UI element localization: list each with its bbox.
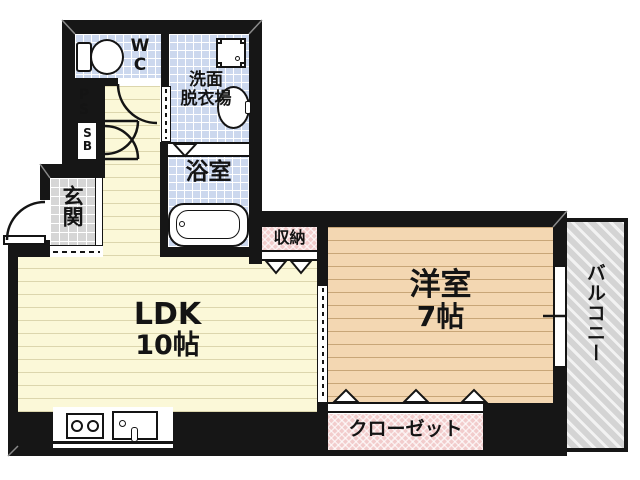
shoe-box: SB [77,122,97,160]
shoe-box-label: SB [82,126,93,154]
washing-machine-pan-icon [216,38,246,68]
wall-bottom-right [483,403,567,456]
closet-label: クローゼット [348,418,463,440]
balcony-border-right [624,218,628,452]
western-room-floor [328,227,553,403]
balcony-border-top [553,218,624,222]
entrance-step-line [53,250,100,253]
bathtub-icon [168,203,249,247]
wc-label: WC [130,36,150,75]
storage-area [262,227,317,252]
burner-icon [71,420,83,432]
washroom-label-line1: 洗面 [189,70,223,90]
ldk-floor [18,255,317,412]
storage-label: 収納 [273,228,306,247]
wash-basin-icon [217,86,250,129]
wall-bath-bottom [160,247,262,257]
washroom-sliding-door [161,86,171,142]
wall-top [62,20,262,34]
western-room-name: 洋室 [409,267,472,303]
entrance-door-leaf-icon [3,235,46,245]
bathtub-rim-icon [176,210,240,239]
wall-closet-bottom [328,450,483,456]
washroom-label-line2: 脱衣場 [180,88,232,109]
wall-bath-left [160,142,168,257]
wall-ldk-topleft [18,245,50,257]
storage-door-band [262,250,317,261]
entrance-step-vertical [95,178,103,245]
western-room-sliding-door [317,285,328,403]
hallway-floor [103,86,160,257]
closet-area [328,414,483,450]
western-room-size: 7帖 [416,300,465,334]
entrance-floor [50,178,95,245]
washer-corner-icon [216,62,222,68]
basin-faucet-icon [245,101,251,114]
washer-drain-icon [235,56,240,61]
washroom-sliding-door-line [165,89,167,139]
ldk-name: LDK [133,297,202,332]
kitchen-counter-edge [53,441,173,444]
entrance-door-opening [40,200,50,240]
pipe-space-label: PS [78,87,90,119]
wall-divider-stub [317,403,328,456]
western-room-label: 洋室 7帖 [328,268,553,333]
wall-wc-left [62,34,75,86]
sink-faucet-icon [131,427,138,442]
balcony-window [553,265,567,368]
washroom-label: 洗面 脱衣場 [166,71,246,108]
entrance-step [50,245,103,257]
sliding-door-split [318,342,327,346]
sink-drain-icon [119,420,126,427]
entrance-label: 玄関 [60,185,85,227]
wall-ldk-left [8,245,18,456]
burner-icon [87,420,99,432]
toilet-icon [90,39,124,75]
washer-corner-icon [240,62,246,68]
wc-door-opening [118,78,161,86]
balcony-floor [567,222,624,448]
closet-door-band [328,402,483,413]
balcony-border-bottom [553,448,624,452]
ldk-size: 10帖 [135,330,200,361]
washer-corner-icon [240,38,246,44]
balcony-label: バルコニー [583,263,606,363]
wall-entrance-left-upper [40,178,50,200]
bathroom-door-band [168,142,249,157]
wall-washroom-right [249,20,262,264]
wall-ldk-western-divider [317,211,328,285]
ldk-label: LDK 10帖 [18,298,317,361]
wall-entrance-top [40,164,105,178]
washer-corner-icon [216,38,222,44]
wall-western-top [254,211,567,227]
bathroom-label: 浴室 [185,159,232,185]
wall-wc-divider [161,34,169,86]
stove-burners-icon [66,413,104,439]
bathtub-drain-icon [179,221,185,227]
